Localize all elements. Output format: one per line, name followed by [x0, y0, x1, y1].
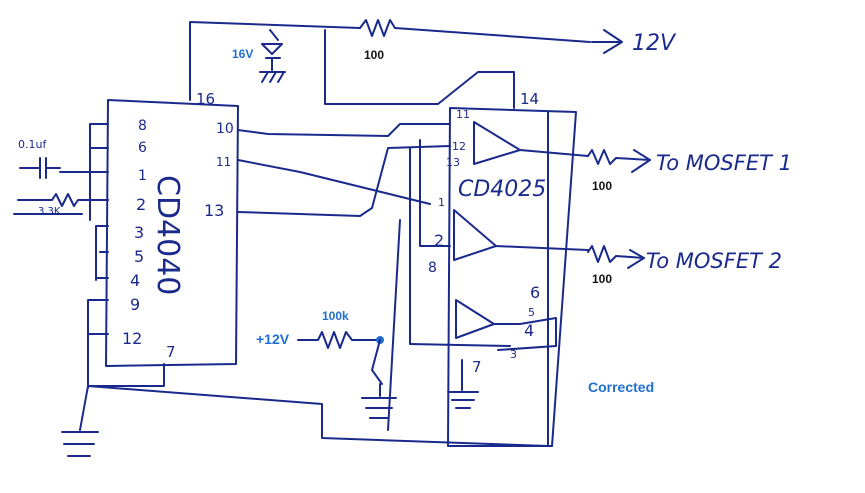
nor-gate-3 [409, 299, 557, 351]
cd4040-pin: 8 [138, 118, 147, 134]
cd4040-ground-wire [61, 363, 165, 457]
zener-diode [259, 29, 286, 83]
cd4040-pin11-wire [237, 159, 431, 205]
cd4040-pin: 6 [138, 140, 147, 156]
gate3-pin: 5 [528, 306, 535, 319]
cd4040-pin10-wire [237, 123, 451, 137]
gate2-pin: 8 [428, 260, 437, 276]
cd4040-pin: 9 [130, 295, 140, 314]
mosfet2-arrow [627, 249, 645, 269]
chip-cd4025-body [447, 107, 577, 447]
gate3-pin: 4 [524, 321, 534, 340]
cd4040-pin: 2 [136, 195, 146, 214]
mosfet1-resistor-label: 100 [592, 179, 612, 193]
pullup-switch [361, 339, 397, 419]
gate1-pin: 12 [452, 140, 466, 153]
cd4025-input-wiring [387, 139, 451, 431]
mosfet2-resistor [587, 245, 645, 263]
gate1-pin: 13 [446, 156, 460, 169]
mosfet1-resistor [587, 149, 651, 165]
timing-resistor [13, 193, 109, 215]
cd4040-pin: 1 [138, 168, 147, 184]
chip-cd4040-label: CD4040 [150, 175, 185, 295]
cd4025-vdd-pin: 14 [520, 90, 539, 108]
cd4040-pin: 11 [216, 155, 231, 169]
cd4040-vss-pin: 7 [166, 343, 176, 361]
gate3-pin: 6 [530, 283, 540, 302]
top-resistor-label: 100 [364, 48, 384, 62]
cd4040-pin: 4 [130, 271, 140, 290]
pullup-resistor [297, 331, 381, 349]
gate3-pin: 3 [510, 348, 517, 361]
vdd-loop-wire [324, 29, 515, 109]
cd4040-left-wiring [59, 123, 109, 389]
nor-gate-1 [473, 121, 589, 165]
gate2-pin: 1 [438, 196, 445, 209]
small-resistor-label: 3.3K [38, 206, 61, 217]
chip-cd4025-label: CD4025 [458, 177, 546, 202]
supply-arrow [591, 29, 623, 54]
pullup-supply-label: +12V [256, 331, 290, 347]
nor-gate-2 [453, 209, 589, 261]
gate1-pin: 11 [456, 108, 470, 121]
mosfet2-resistor-label: 100 [592, 272, 612, 286]
mosfet1-arrow [631, 149, 651, 173]
bottom-ground-rail [87, 111, 549, 447]
cd4040-pin13-wire [237, 145, 451, 217]
output-2-label: To MOSFET 2 [646, 249, 782, 273]
gate2-pin: 2 [434, 231, 444, 250]
corrected-note: Corrected [588, 379, 654, 395]
cd4040-pin: 13 [204, 201, 224, 220]
cd4040-pin: 10 [216, 121, 234, 137]
top-supply-wire [189, 21, 591, 101]
output-1-label: To MOSFET 1 [656, 151, 792, 175]
pullup-resistor-label: 100k [322, 309, 349, 323]
capacitor [19, 157, 61, 179]
cd4040-pin: 12 [122, 329, 142, 348]
cd4040-left-pins: 8 6 1 2 3 5 4 9 12 [122, 118, 147, 348]
cd4040-right-pins: 10 11 13 [204, 121, 234, 220]
zener-label: 16V [232, 47, 253, 61]
cd4025-ground [447, 359, 479, 409]
cd4025-vss-pin: 7 [472, 358, 482, 376]
cd4040-pin: 3 [134, 223, 144, 242]
cd4040-vdd-pin: 16 [196, 90, 215, 108]
top-resistor [359, 19, 396, 37]
cd4040-pin: 5 [134, 247, 144, 266]
supply-label: 12V [632, 31, 677, 56]
cap-label: 0.1uf [18, 138, 47, 151]
